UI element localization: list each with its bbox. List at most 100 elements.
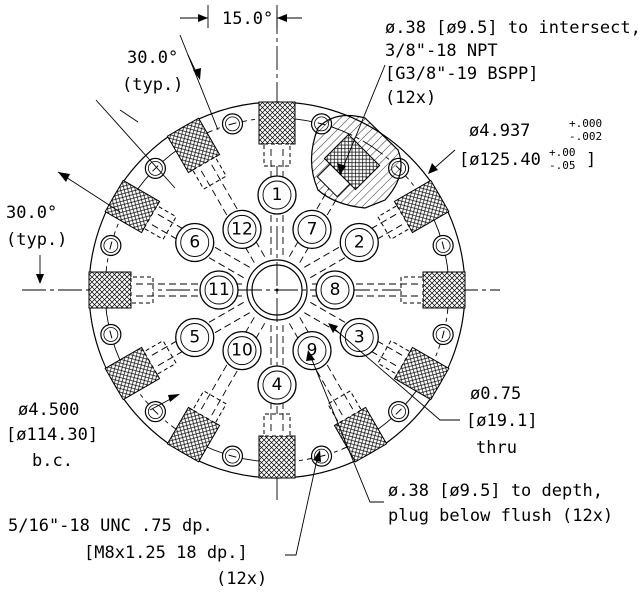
npt-line3: [G3/8"-19 BSPP] bbox=[385, 64, 539, 84]
od-metric-main: [ø125.40 bbox=[459, 150, 541, 170]
threaded-port bbox=[377, 340, 450, 401]
inner-port-number: 3 bbox=[354, 328, 365, 348]
bore-line bbox=[198, 167, 255, 263]
inner-ports-group: 1 7 2 8 3 9 4 10 5 11 6 12 bbox=[175, 175, 379, 405]
bore-line bbox=[209, 323, 266, 419]
inner-port-number: 10 bbox=[231, 341, 253, 361]
threaded-port bbox=[104, 179, 177, 240]
unc-line2: [M8x1.25 18 dp.] bbox=[84, 543, 248, 563]
unc-line3: (12x) bbox=[216, 569, 267, 589]
threaded-port bbox=[258, 413, 296, 479]
thru-line2: [ø19.1] bbox=[466, 411, 538, 431]
bc-line1: ø4.500 bbox=[18, 400, 79, 420]
inner-port-3: 3 bbox=[339, 317, 379, 358]
threaded-port bbox=[400, 271, 466, 309]
bore-line bbox=[310, 301, 406, 358]
od-metric-tol-lower: -.05 bbox=[549, 159, 576, 172]
bore-line bbox=[288, 323, 345, 419]
threaded-port bbox=[104, 340, 177, 401]
dim-30-left-arrowhead bbox=[36, 274, 44, 284]
inner-port-5: 5 bbox=[175, 317, 215, 358]
mounting-hole bbox=[100, 323, 122, 346]
angle-top-label: 15.0° bbox=[222, 9, 273, 29]
inner-port-number: 1 bbox=[272, 185, 283, 205]
thru-line3: thru bbox=[476, 438, 517, 458]
depth-line1: ø.38 [ø9.5] to depth, bbox=[388, 481, 603, 501]
inner-port-number: 6 bbox=[189, 233, 200, 253]
mounting-hole bbox=[144, 157, 166, 179]
od-metric-tol-upper: +.00 bbox=[549, 146, 576, 159]
threaded-port bbox=[166, 390, 227, 463]
mounting-hole bbox=[388, 401, 410, 423]
angle-left-label: 30.0° bbox=[6, 203, 57, 223]
inner-port-8: 8 bbox=[315, 270, 355, 310]
mounting-hole bbox=[144, 401, 166, 423]
inner-port-number: 12 bbox=[231, 219, 253, 239]
mounting-hole bbox=[310, 445, 333, 467]
threaded-ports-group bbox=[88, 101, 466, 479]
center-thru-hole-outer bbox=[246, 259, 308, 321]
dim-30-left-ext bbox=[57, 171, 121, 213]
inner-port-4: 4 bbox=[257, 365, 297, 405]
mounting-hole bbox=[221, 445, 244, 467]
npt-line1: ø.38 [ø9.5] to intersect, bbox=[385, 18, 641, 38]
od-arrowhead bbox=[428, 163, 438, 174]
thru-line1: ø0.75 bbox=[470, 384, 521, 404]
dim-30-upper-ext2 bbox=[95, 99, 176, 189]
mounting-hole bbox=[432, 234, 454, 257]
bc-line3: b.c. bbox=[32, 451, 73, 471]
mounting-hole bbox=[221, 113, 244, 135]
od-main: ø4.937 bbox=[469, 121, 530, 141]
thru-arrowhead bbox=[328, 323, 338, 333]
dim-30-upper-arc2 bbox=[119, 109, 139, 123]
inner-port-number: 7 bbox=[307, 219, 318, 239]
unc-line1: 5/16"-18 UNC .75 dp. bbox=[8, 516, 213, 536]
npt-arrowhead bbox=[337, 163, 346, 175]
inner-port-1: 1 bbox=[257, 175, 297, 215]
dim-15-arrowhead-right bbox=[277, 14, 287, 22]
angle-upper-typ-label: (typ.) bbox=[122, 75, 183, 95]
dim-15-arrowhead-left bbox=[198, 14, 208, 22]
inner-port-number: 9 bbox=[307, 341, 318, 361]
inner-port-number: 2 bbox=[354, 233, 365, 253]
npt-line4: (12x) bbox=[385, 88, 436, 108]
mounting-holes-group bbox=[100, 113, 454, 467]
angle-upper-label: 30.0° bbox=[127, 48, 178, 68]
inner-port-number: 4 bbox=[272, 375, 283, 395]
npt-line2: 3/8"-18 NPT bbox=[385, 41, 498, 61]
bore-line bbox=[198, 317, 255, 413]
bc-arrowhead bbox=[168, 394, 180, 402]
angle-left-typ-label: (typ.) bbox=[6, 230, 67, 250]
bore-line bbox=[304, 211, 400, 268]
inner-port-6: 6 bbox=[175, 222, 215, 263]
dim-30-left-arrowhead2 bbox=[58, 172, 70, 182]
threaded-port bbox=[166, 117, 227, 190]
threaded-port bbox=[377, 179, 450, 240]
threaded-port bbox=[88, 271, 154, 309]
inner-port-7: 7 bbox=[292, 209, 332, 250]
inner-port-number: 8 bbox=[330, 280, 341, 300]
center-mark bbox=[275, 288, 279, 292]
bore-line bbox=[299, 317, 356, 413]
dim-30-upper-ext1 bbox=[179, 34, 219, 131]
thru-leader bbox=[329, 324, 460, 421]
npt-leader bbox=[339, 64, 386, 176]
mounting-hole bbox=[432, 323, 454, 346]
dim-30-upper-arrowhead bbox=[193, 68, 201, 80]
mounting-hole bbox=[100, 234, 122, 257]
threaded-port bbox=[258, 101, 296, 167]
inner-port-2: 2 bbox=[339, 222, 379, 263]
od-tol-lower: -.002 bbox=[569, 130, 602, 143]
inner-port-number: 5 bbox=[189, 328, 200, 348]
unc-arrowhead bbox=[313, 450, 321, 462]
inner-port-12: 12 bbox=[222, 209, 262, 250]
od-tol-upper: +.000 bbox=[569, 117, 602, 130]
bore-line bbox=[304, 312, 400, 369]
depth-arrowhead bbox=[306, 350, 315, 361]
od-metric-close: ] bbox=[586, 150, 596, 170]
inner-port-number: 11 bbox=[208, 280, 230, 300]
bore-line bbox=[209, 161, 266, 257]
center-thru-hole-inner bbox=[251, 264, 303, 316]
threaded-port bbox=[327, 390, 388, 463]
